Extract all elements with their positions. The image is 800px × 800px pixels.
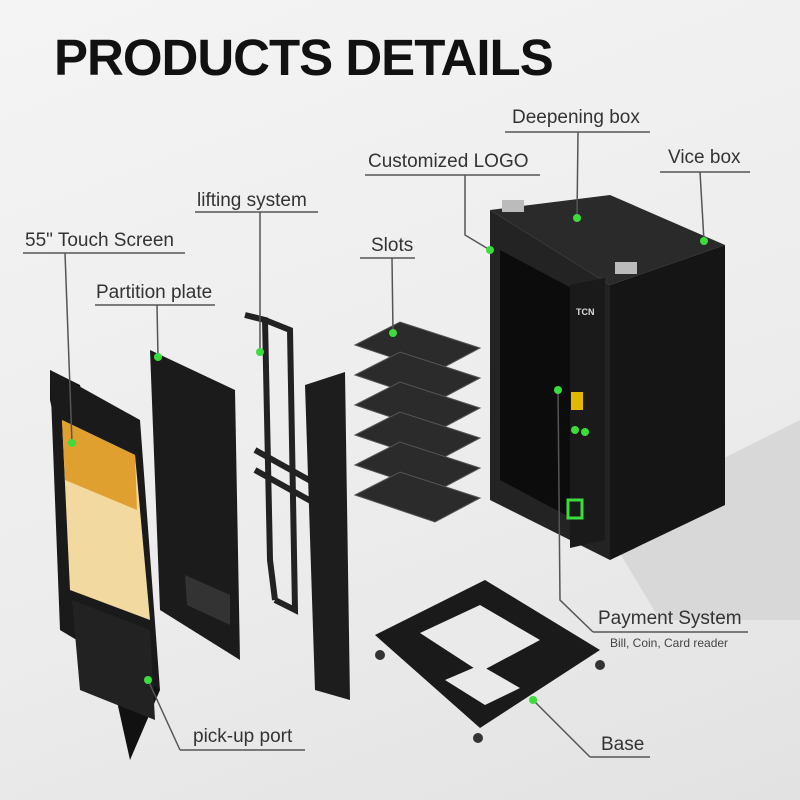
- label-customized-logo: Customized LOGO: [368, 151, 529, 172]
- touch-screen-panel: [50, 370, 160, 760]
- cabinet: TCN: [490, 195, 725, 560]
- label-base: Base: [601, 734, 645, 755]
- base-frame: [375, 580, 605, 743]
- side-rail: [305, 372, 350, 700]
- partition-plate: [150, 350, 240, 660]
- label-vice-box: Vice box: [668, 147, 741, 168]
- logo-mark: TCN: [576, 307, 595, 317]
- label-lifting-system: lifting system: [197, 190, 307, 211]
- marker-dots: [68, 214, 708, 704]
- label-pickup-port: pick-up port: [193, 726, 293, 747]
- leader-lines: [23, 131, 750, 758]
- label-touch-screen: 55" Touch Screen: [25, 230, 174, 251]
- page-title: PRODUCTS DETAILS: [54, 29, 554, 86]
- slots: [353, 321, 482, 523]
- label-partition-plate: Partition plate: [96, 282, 213, 303]
- label-payment-system: Payment System: [598, 608, 742, 629]
- floor-shadow: [600, 420, 800, 620]
- payment-panel: [570, 278, 605, 548]
- label-payment-detail: Bill, Coin, Card reader: [610, 636, 729, 650]
- label-slots: Slots: [371, 235, 414, 256]
- label-deepening-box: Deepening box: [512, 107, 640, 128]
